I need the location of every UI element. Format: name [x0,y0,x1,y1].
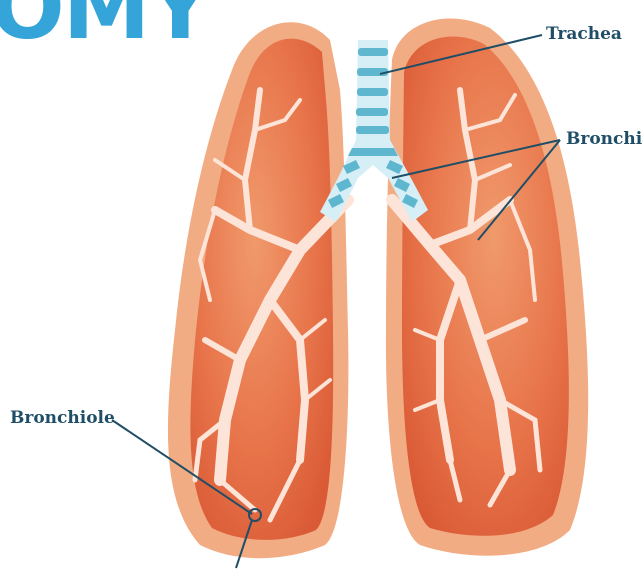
bronchi-label: Bronchi [566,129,642,149]
trachea-label: Trachea [546,24,622,44]
bronchiole-label: Bronchiole [10,408,115,428]
right-lung [386,18,588,555]
